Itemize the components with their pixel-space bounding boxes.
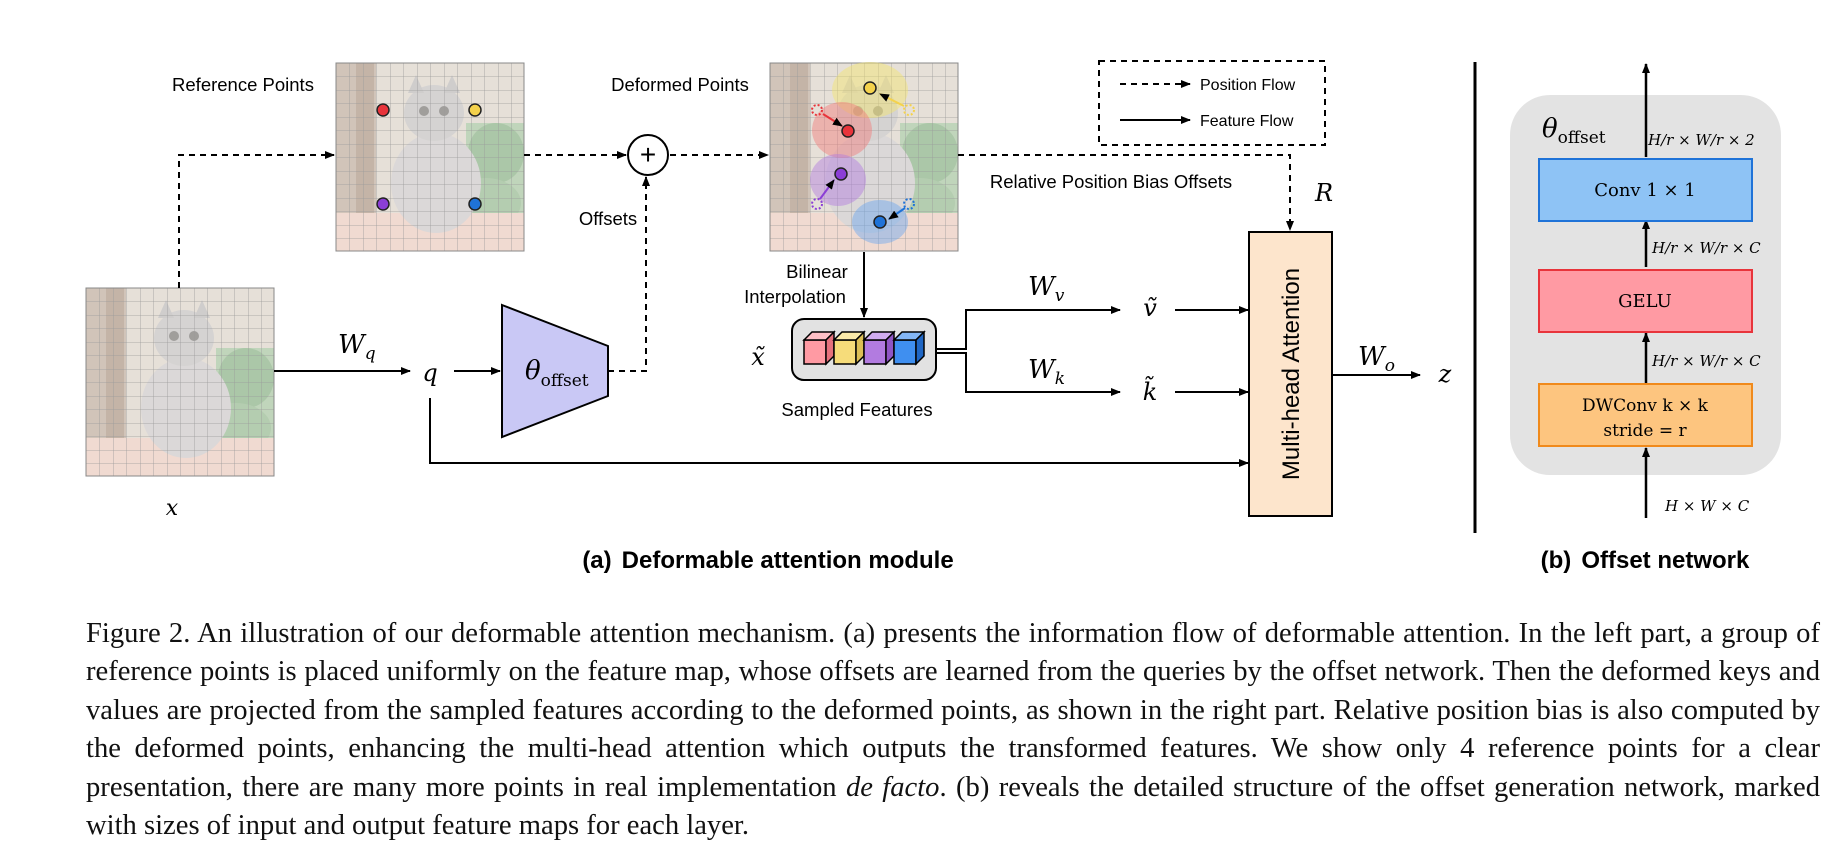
- figure-caption: Figure 2. An illustration of our deforma…: [86, 615, 1820, 845]
- position-flow-arrows: [178, 151, 1294, 372]
- subcaption-a: (a)Deformable attention module: [582, 547, 953, 574]
- reference-point-blue: [468, 197, 482, 211]
- gelu-block: GELU: [1538, 269, 1753, 333]
- dim-out-label: H/r × W/r × 2: [1647, 131, 1755, 149]
- sampled-features-label: Sampled Features: [781, 399, 932, 420]
- deformed-points-map: [769, 62, 959, 252]
- svg-text:GELU: GELU: [1618, 291, 1672, 312]
- legend-feature-flow: Feature Flow: [1200, 113, 1294, 130]
- reference-points-label: Reference Points: [172, 74, 314, 95]
- dim-mid2-label: H/r × W/r × C: [1651, 352, 1761, 370]
- multi-head-attention-block: Multi-head Attention: [1248, 231, 1333, 517]
- bilinear-label-line1: Bilinear: [786, 261, 848, 282]
- Wq-label: Wq: [338, 330, 376, 364]
- bilinear-label-line2: Interpolation: [744, 286, 846, 307]
- legend-position-flow: Position Flow: [1200, 77, 1296, 94]
- caption-italic: de facto: [845, 771, 940, 803]
- dwconv-block: DWConv k × k stride = r: [1538, 383, 1753, 447]
- dim-in-label: H × W × C: [1664, 497, 1750, 515]
- reference-point-yellow: [468, 103, 482, 117]
- deformed-point-yellow: [863, 81, 877, 95]
- reference-point-purple: [376, 197, 390, 211]
- conv-block: Conv 1 × 1: [1538, 158, 1753, 222]
- dim-mid1-label: H/r × W/r × C: [1651, 239, 1761, 257]
- svg-text:Multi-head Attention: Multi-head Attention: [1278, 268, 1305, 480]
- subcaption-b: (b)Offset network: [1541, 547, 1750, 574]
- deformed-points-label: Deformed Points: [611, 74, 749, 95]
- offset-network-title: θoffset: [1542, 114, 1606, 148]
- x-tilde-label: x̃: [751, 343, 765, 371]
- reference-point-red: [376, 103, 390, 117]
- offset-network-block: θoffset: [501, 303, 609, 439]
- relative-position-bias-label: Relative Position Bias Offsets: [990, 171, 1232, 192]
- Wk-label: Wk: [1028, 355, 1065, 389]
- Wv-label: Wv: [1028, 272, 1065, 306]
- add-node: +: [627, 134, 669, 176]
- figure-diagram: x Reference Points Deformed Points: [85, 60, 1781, 574]
- k-tilde-label: k̃: [1143, 375, 1158, 406]
- svg-text:+: +: [640, 139, 656, 170]
- R-label: R: [1314, 179, 1333, 207]
- offset-network-panel: θoffset DWConv k × k stride = r GELU Con…: [1510, 63, 1781, 518]
- deformed-point-purple: [834, 167, 848, 181]
- caption-text-part1: Figure 2. An illustration of our deforma…: [86, 618, 1820, 803]
- dwconv-line2: stride = r: [1603, 421, 1687, 441]
- deformed-point-red: [841, 124, 855, 138]
- offsets-label: Offsets: [579, 208, 637, 229]
- svg-text:Conv 1 × 1: Conv 1 × 1: [1594, 180, 1696, 201]
- q-label: q: [422, 359, 437, 387]
- z-label: z: [1438, 360, 1452, 388]
- reference-points-map: [335, 62, 525, 252]
- dwconv-line1: DWConv k × k: [1582, 396, 1709, 416]
- v-tilde-label: ṽ: [1143, 294, 1157, 322]
- feature-flow-arrows: [274, 252, 1421, 467]
- sampled-features-block: [791, 318, 937, 381]
- flow-legend: Position Flow Feature Flow: [1098, 60, 1326, 146]
- deformed-point-blue: [873, 215, 887, 229]
- input-x-label: x: [166, 496, 179, 521]
- Wo-label: Wo: [1358, 342, 1395, 376]
- svg-text:θoffset: θoffset: [525, 356, 589, 391]
- input-feature-map: [85, 287, 275, 477]
- caption-text-part2: . (b) reveals the detailed structure of …: [86, 771, 1820, 842]
